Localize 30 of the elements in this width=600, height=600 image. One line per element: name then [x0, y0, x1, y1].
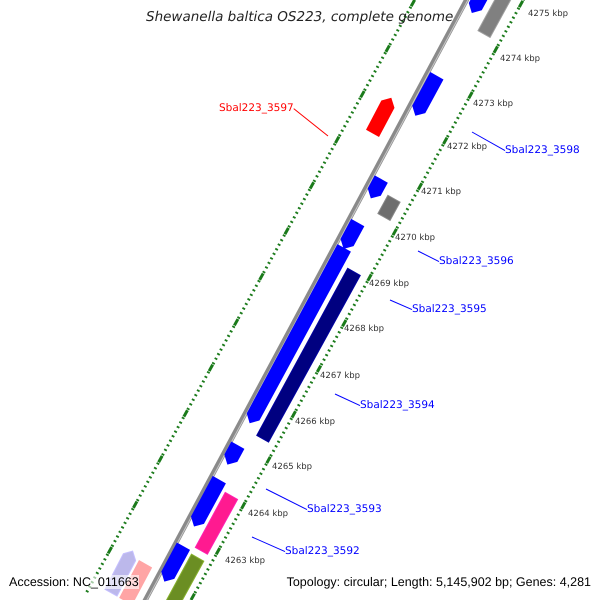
tick-label: 4274 kbp	[500, 54, 540, 64]
leader-line	[252, 536, 286, 552]
leader-line	[266, 488, 308, 510]
gene-label: Sbal223_3595	[412, 303, 487, 315]
tick-label: 4272 kbp	[447, 142, 488, 152]
tick-label: 4273 kbp	[473, 99, 514, 109]
gene-label: Sbal223_3598	[505, 144, 580, 156]
title: Shewanella baltica OS223, complete genome	[146, 9, 454, 25]
genome-info: Topology: circular; Length: 5,145,902 bp; Genes: 4,281	[286, 575, 591, 589]
tick-label: 4265 kbp	[272, 462, 312, 472]
leader-line	[472, 132, 506, 152]
tick-label: 4270 kbp	[395, 233, 436, 243]
tick-label: 4267 kbp	[320, 371, 360, 381]
leader-line	[418, 250, 440, 262]
leader-line	[293, 108, 328, 136]
gene-label: Sbal223_3594	[360, 399, 435, 411]
leader-line	[390, 300, 412, 310]
tick-label: 4271 kbp	[421, 187, 462, 197]
tick-label: 4264 kbp	[248, 509, 288, 519]
gene-label: Sbal223_3592	[285, 545, 360, 557]
gene-label: Sbal223_3597	[219, 102, 294, 114]
tick-label: 4275 kbp	[528, 9, 568, 19]
accession-label: Accession: NC_011663	[9, 575, 139, 589]
tick-label: 4269 kbp	[369, 279, 410, 289]
tick-label: 4266 kbp	[295, 417, 336, 427]
tick-label: 4268 kbp	[344, 324, 384, 334]
leader-line	[334, 394, 360, 406]
gene-label: Sbal223_3593	[307, 503, 382, 515]
gene-label: Sbal223_3596	[439, 255, 514, 267]
tick-label: 4263 kbp	[225, 556, 266, 566]
